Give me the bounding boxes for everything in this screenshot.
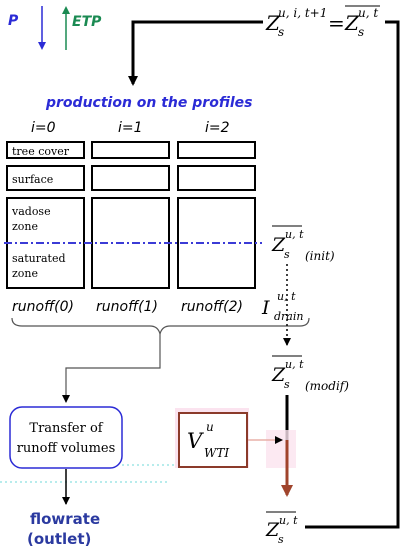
vwti-sub: WTI: [204, 446, 229, 460]
transfer-label-line2: runoff volumes: [17, 441, 116, 456]
profile-1-surface: [91, 165, 170, 191]
vwti-v: V: [187, 429, 204, 453]
vwti-box: [178, 412, 248, 468]
pink-highlight: [266, 430, 296, 468]
top-lhs-sub: s: [278, 25, 284, 39]
top-equals: =: [328, 11, 345, 35]
transfer-box: [9, 406, 123, 469]
zmodif-sub: s: [284, 378, 290, 391]
zs-modif-label: Z s u, t (modif): [271, 355, 349, 393]
zmodif-sup: u, t: [285, 358, 304, 371]
vwti-sup: u: [206, 420, 214, 434]
profile-label-1: i=1: [118, 120, 143, 136]
runoff-label-0: runoff(0): [12, 299, 74, 315]
i-drain-label: I drain u, t: [261, 290, 303, 323]
surface-label: surface: [12, 173, 53, 186]
top-equation: Z s u, i, t+1 = Z s u, t: [265, 5, 380, 39]
zs-init-label: Z s u, t (init): [271, 225, 335, 263]
flowrate-label: flowrate: [30, 510, 100, 528]
idrain-sup: u, t: [277, 290, 296, 303]
saturated-label-line2: zone: [12, 267, 38, 280]
zs-bottom-label: Z s u, t: [265, 511, 298, 546]
profile-label-0: i=0: [31, 120, 56, 136]
top-rhs-sup: u, t: [358, 6, 378, 20]
zinit-z: Z: [271, 234, 286, 256]
runoff-label-1: runoff(1): [96, 299, 158, 315]
zmodif-z: Z: [271, 364, 286, 386]
saturated-label-line1: saturated: [12, 252, 66, 265]
transfer-label-line1: Transfer of: [29, 421, 103, 436]
feedback-loop-left-arrow: [128, 20, 263, 86]
bottom-z: Z: [265, 519, 280, 541]
precipitation-label: P: [8, 13, 19, 29]
vadose-label-line1: vadose: [11, 205, 51, 218]
top-rhs-sub: s: [358, 25, 364, 39]
top-lhs-sup: u, i, t+1: [278, 6, 327, 20]
idrain-sub: drain: [274, 310, 303, 323]
profile-label-2: i=2: [205, 120, 230, 136]
brace-to-transfer-arrow: [62, 334, 161, 403]
bottom-sup: u, t: [279, 514, 298, 527]
outlet-label: (outlet): [27, 530, 91, 548]
runoff-brace: [11, 317, 310, 335]
tree-cover-label: tree cover: [12, 145, 70, 158]
zinit-tag: (init): [305, 249, 335, 263]
idrain-i: I: [261, 297, 270, 319]
zinit-sub: s: [284, 248, 290, 261]
runoff-label-2: runoff(2): [181, 299, 243, 315]
profile-1-tree-cover: [91, 141, 170, 159]
etp-label: ETP: [72, 14, 102, 30]
feedback-loop-right: [305, 20, 400, 529]
zinit-sup: u, t: [285, 228, 304, 241]
top-rhs-z: Z: [344, 11, 360, 35]
production-title: production on the profiles: [45, 95, 252, 111]
bottom-sub: s: [278, 533, 284, 546]
profile-0-surface: [6, 165, 85, 191]
top-lhs-z: Z: [265, 11, 281, 35]
vadose-label-line2: zone: [12, 220, 38, 233]
zmodif-tag: (modif): [305, 379, 349, 393]
profile-2-surface: [177, 165, 256, 191]
profile-2-tree-cover: [177, 141, 256, 159]
profile-0-tree-cover: [6, 141, 85, 159]
